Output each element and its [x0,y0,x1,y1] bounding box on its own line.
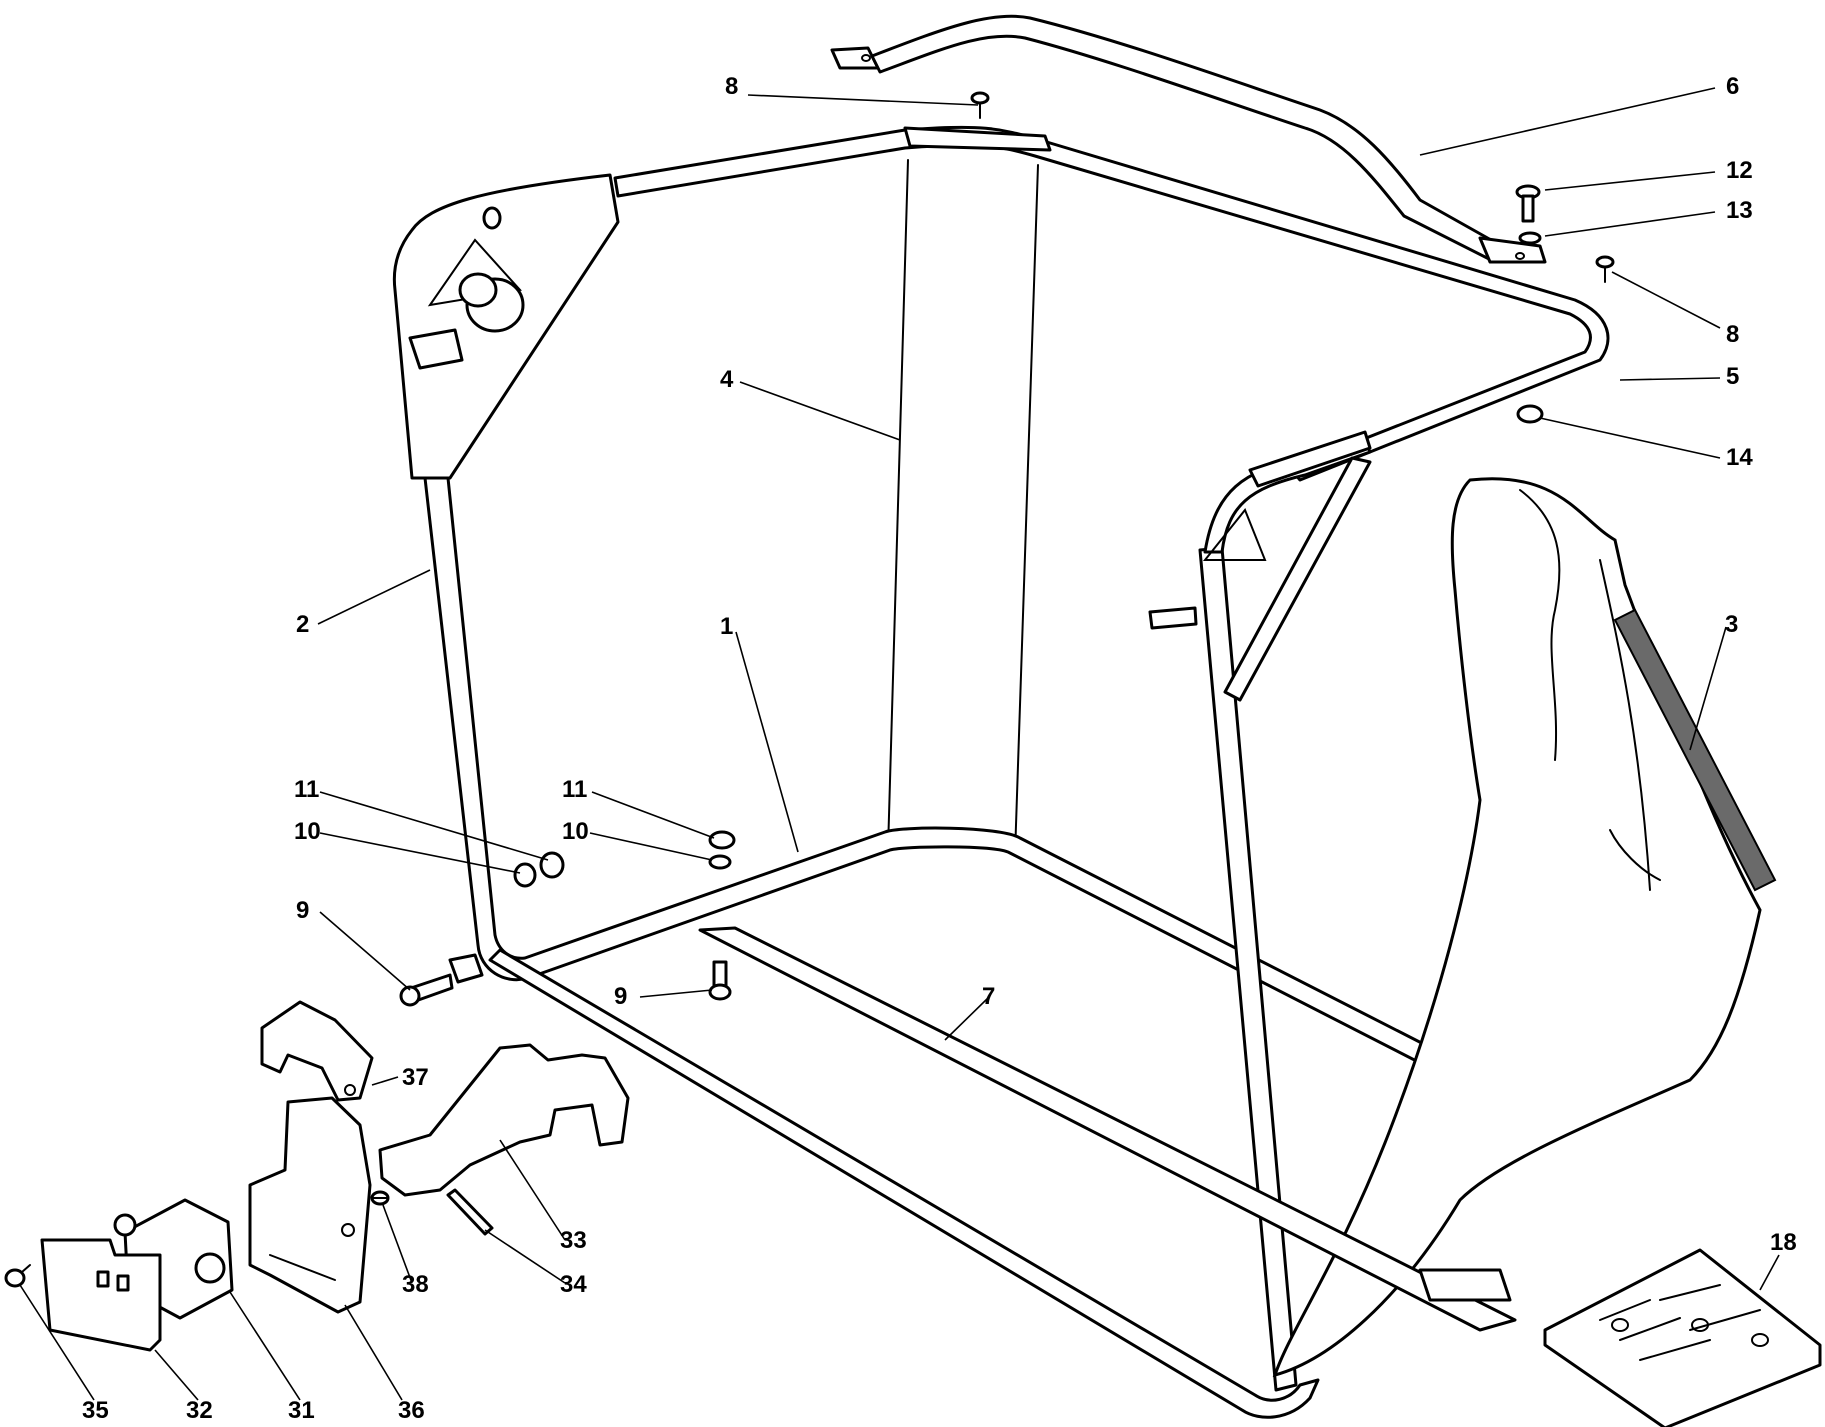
callout-33: 33 [560,1227,587,1254]
callout-9: 9 [296,897,309,924]
callout-37: 37 [402,1064,429,1091]
bolt-part-8-top [970,91,990,119]
bolt-part-8-right [1595,255,1615,283]
callout-2: 2 [296,611,309,638]
upper-frame-part [613,125,1610,482]
nut-part-11-left [539,851,565,879]
callout-18: 18 [1770,1229,1797,1256]
callout-7: 7 [982,983,995,1010]
bolt-part-12 [1515,184,1541,223]
callout-11: 11 [562,776,587,803]
grass-bag-part [1272,477,1777,1378]
callout-35: 35 [82,1397,109,1424]
callout-6: 6 [1726,73,1739,100]
right-side-bracket-part [1148,430,1372,702]
callout-38: 38 [402,1271,429,1298]
lever-part-33 [378,1043,630,1197]
leader-lines [19,87,1780,1401]
nut-part-11-center [708,830,736,850]
callout-1: 1 [720,613,733,640]
callout-12: 12 [1726,157,1753,184]
callout-14: 14 [1726,444,1753,471]
callout-10: 10 [562,818,589,845]
lower-frame-part [423,438,1447,1419]
callout-5: 5 [1726,363,1739,390]
bracket-part-36 [248,1096,372,1314]
nut-part-14 [1516,404,1544,424]
callout-labels: 8 6 12 13 8 5 4 14 2 1 3 11 11 10 10 9 9… [82,73,1797,1424]
callout-36: 36 [398,1397,425,1424]
callout-3: 3 [1725,611,1738,638]
cross-bar-part [698,926,1517,1332]
washer-part-13 [1518,231,1542,245]
callout-34: 34 [560,1271,587,1298]
pin-part-34 [446,1188,494,1236]
screw-part-35 [4,1264,31,1288]
bolt-part-9-center [708,960,732,1001]
callout-32: 32 [186,1397,213,1424]
cover-plate-part-32 [40,1238,162,1352]
hardware-kit-part-18 [1543,1248,1822,1427]
bolt-part-9-left [399,953,484,1007]
callout-13: 13 [1726,197,1753,224]
callout-4: 4 [720,366,734,393]
washer-part-10-left [513,862,537,888]
screw-part-38 [370,1190,390,1206]
left-side-bracket-part [392,173,620,480]
back-panel-part [887,159,1039,856]
callout-31: 31 [288,1397,315,1424]
washer-part-10-center [708,854,732,870]
callout-10: 10 [294,818,321,845]
callout-11: 11 [294,776,319,803]
handle-part [830,14,1547,264]
latch-cover-part-37 [260,1000,374,1102]
callout-9: 9 [614,983,627,1010]
callout-8: 8 [725,73,738,100]
callout-8: 8 [1726,321,1739,348]
